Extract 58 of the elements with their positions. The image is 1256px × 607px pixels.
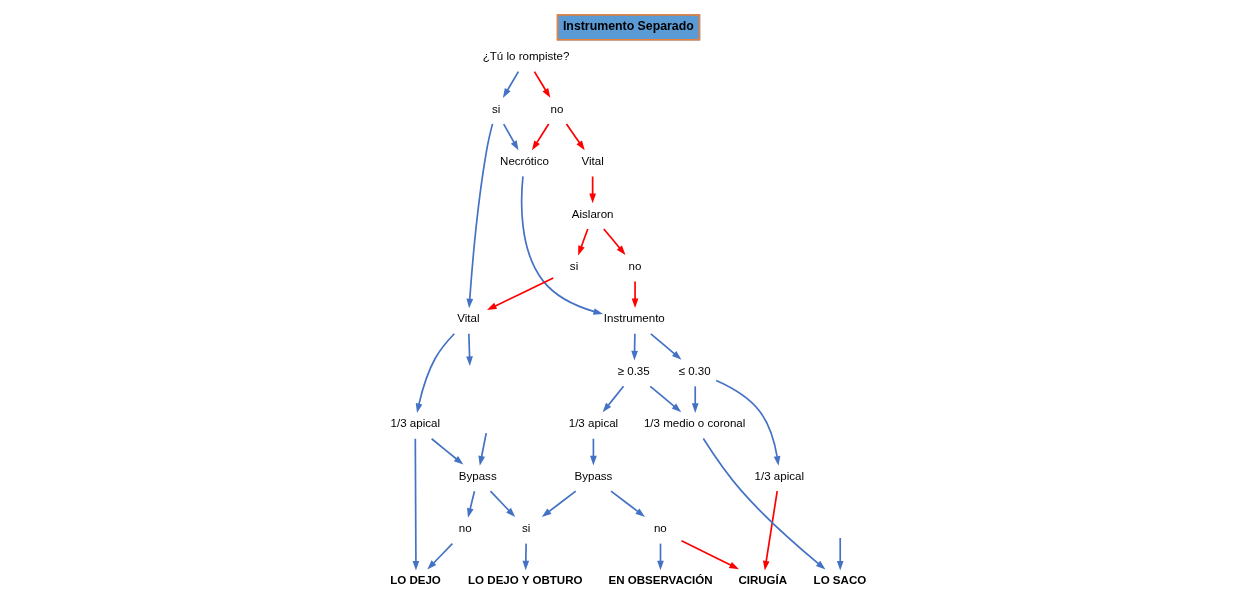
node-text: Bypass — [458, 469, 497, 482]
arrow — [412, 437, 419, 571]
node-text: no — [458, 522, 472, 535]
arrow — [430, 437, 463, 465]
node-text: Necrótico — [499, 155, 549, 168]
arrow — [533, 70, 550, 98]
node-text: 1/3 medio o coronal — [643, 417, 745, 430]
arrow — [836, 537, 844, 571]
arrow — [602, 228, 625, 255]
node-text: Vital — [580, 155, 604, 168]
arrow — [465, 333, 473, 367]
node-text: Vital — [456, 312, 480, 325]
arrow — [577, 228, 589, 256]
arrow — [609, 490, 645, 517]
arrow — [691, 385, 699, 413]
arrow — [714, 379, 780, 466]
node-text: LO DEJO Y OBTURO — [467, 573, 582, 586]
node-text: si — [491, 102, 500, 115]
arrow — [465, 123, 493, 309]
arrow — [648, 385, 681, 413]
node-text: ¿Tú lo rompiste? — [482, 50, 569, 63]
diagram-title: Instrumento Separado — [562, 18, 694, 33]
node-text: ≥ 0.35 — [617, 364, 650, 377]
arrow — [489, 490, 515, 518]
arrow — [415, 332, 455, 414]
arrow — [680, 539, 739, 570]
arrow — [502, 123, 518, 151]
arrow — [426, 542, 453, 570]
arrow — [701, 437, 825, 570]
arrow — [502, 70, 519, 98]
arrow — [466, 490, 475, 518]
node-text: LO DEJO — [389, 573, 441, 586]
node-text: LO SACO — [813, 573, 866, 586]
arrow — [602, 385, 624, 413]
node-text: Bypass — [574, 469, 612, 482]
node-text: 1/3 apical — [390, 417, 440, 430]
node-text: no — [653, 522, 667, 535]
node-text: Aislaron — [571, 207, 614, 220]
node-text: Instrumento — [603, 312, 665, 325]
arrow — [541, 490, 577, 517]
arrow — [649, 333, 681, 360]
node-text: no — [628, 259, 641, 272]
node-text: si — [569, 259, 578, 272]
node-text: CIRUGÍA — [737, 573, 787, 586]
node-text: 1/3 apical — [754, 469, 804, 482]
node-text: si — [521, 522, 530, 535]
node-text: ≤ 0.30 — [678, 364, 711, 377]
node-text: no — [550, 102, 563, 115]
arrow — [531, 123, 549, 151]
node-text: 1/3 apical — [568, 417, 618, 430]
arrow — [630, 333, 638, 361]
arrow — [522, 542, 529, 571]
node-text: EN OBSERVACIÓN — [607, 573, 713, 586]
arrow — [631, 280, 638, 309]
arrow — [565, 123, 585, 151]
arrow — [762, 490, 778, 571]
arrow — [477, 432, 487, 466]
arrow — [486, 277, 554, 310]
